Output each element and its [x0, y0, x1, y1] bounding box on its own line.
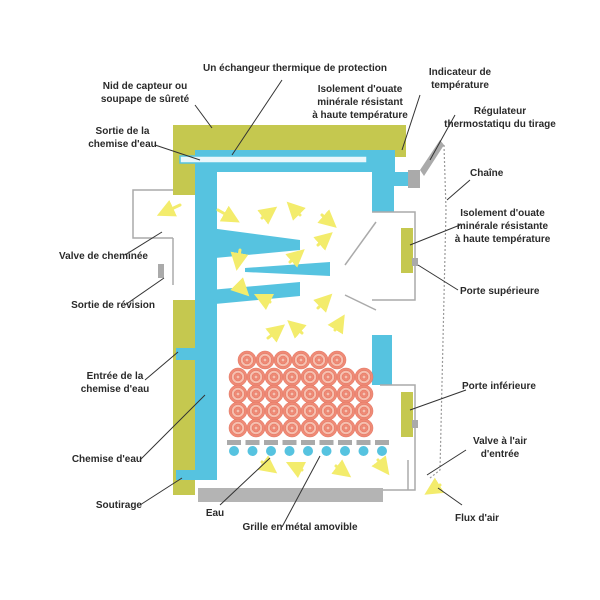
log [237, 350, 257, 370]
log [246, 367, 266, 387]
log [282, 384, 302, 404]
label-upper-door: Porte supérieure [460, 286, 540, 297]
log [300, 401, 320, 421]
label-airflow: Flux d'air [455, 513, 500, 524]
air-arrow [230, 277, 250, 297]
air-arrow [257, 455, 278, 474]
log [282, 401, 302, 421]
log [291, 350, 311, 370]
air-arrow [313, 232, 333, 251]
log [354, 384, 374, 404]
label-grate: Grille en métal amovible [242, 522, 358, 533]
log [300, 418, 320, 438]
log [318, 367, 338, 387]
chain [429, 144, 447, 479]
log [354, 401, 374, 421]
log [327, 350, 347, 370]
grate-bar [319, 440, 334, 456]
log [309, 350, 329, 370]
air-arrow [287, 320, 307, 339]
log [255, 350, 275, 370]
label-water: Eau [205, 508, 225, 519]
door-handles [412, 258, 418, 428]
log [354, 367, 374, 387]
grate-bar [245, 440, 260, 456]
air-arrow [327, 314, 345, 335]
grate-bar [375, 440, 389, 456]
log [246, 384, 266, 404]
log [300, 367, 320, 387]
grate-bar [264, 440, 278, 456]
label-chimney-valve: Valve de cheminée [59, 251, 148, 262]
air-arrow [265, 324, 286, 343]
log [264, 384, 284, 404]
airflow-arrows [156, 200, 445, 495]
log [282, 418, 302, 438]
air-arrow [313, 293, 333, 313]
label-exchanger: Un échangeur thermique de protection [203, 63, 387, 74]
log [336, 384, 356, 404]
label-safety-valve: Nid de capteur ou soupape de sûreté [100, 81, 190, 105]
air-arrow [253, 293, 275, 311]
label-lower-door: Porte inférieure [462, 381, 536, 392]
grate-bar [338, 440, 352, 456]
log [228, 384, 248, 404]
log [318, 384, 338, 404]
air-arrow [285, 461, 307, 479]
label-jacket-inlet: Entrée de la chemise d'eau [80, 371, 150, 395]
air-arrow [156, 200, 182, 217]
air-arrow [424, 477, 445, 495]
grate-bar [301, 440, 315, 456]
log [264, 418, 284, 438]
log [273, 350, 293, 370]
air-arrow [230, 248, 249, 271]
label-chain: Chaîne [470, 168, 504, 179]
log [336, 418, 356, 438]
air-arrow [371, 455, 390, 476]
metal-grate [227, 440, 389, 456]
water-jacket [176, 150, 414, 480]
label-jacket-outlet: Sortie de la chemise d'eau [88, 126, 157, 150]
log [246, 401, 266, 421]
log [228, 367, 248, 387]
label-regulator: Régulateur thermostatiqu du tirage [444, 106, 556, 130]
log [336, 401, 356, 421]
air-arrow [285, 249, 305, 268]
leader-lines [124, 79, 471, 528]
label-water-jacket: Chemise d'eau [71, 454, 142, 465]
grate-bar [356, 440, 371, 456]
log [318, 418, 338, 438]
log [246, 418, 266, 438]
label-drain: Soutirage [95, 500, 142, 511]
label-air-valve: Valve à l'air d'entrée [472, 436, 528, 460]
log [264, 367, 284, 387]
firewood-logs [228, 350, 374, 438]
grate-bar [227, 440, 241, 456]
ash-tray [198, 488, 383, 502]
label-temp-indicator: Indicateur de température [428, 67, 492, 91]
revision-port [158, 264, 164, 278]
label-insulation-right: Isolement d'ouate minérale résistante à … [454, 208, 551, 245]
label-insulation-top: Isolement d'ouate minérale résistant à h… [312, 84, 408, 121]
log [264, 401, 284, 421]
log [300, 384, 320, 404]
grate-bar [282, 440, 297, 456]
insulation-doors [401, 228, 413, 437]
log [282, 367, 302, 387]
air-arrow [317, 209, 337, 228]
log [228, 401, 248, 421]
air-arrow [216, 205, 240, 223]
label-revision-outlet: Sortie de révision [71, 300, 155, 311]
air-arrow [286, 201, 306, 221]
log [228, 418, 248, 438]
log [318, 401, 338, 421]
thermostatic-regulator [408, 140, 444, 188]
air-arrow [257, 206, 278, 225]
air-arrow [331, 459, 352, 478]
log [354, 418, 374, 438]
log [336, 367, 356, 387]
